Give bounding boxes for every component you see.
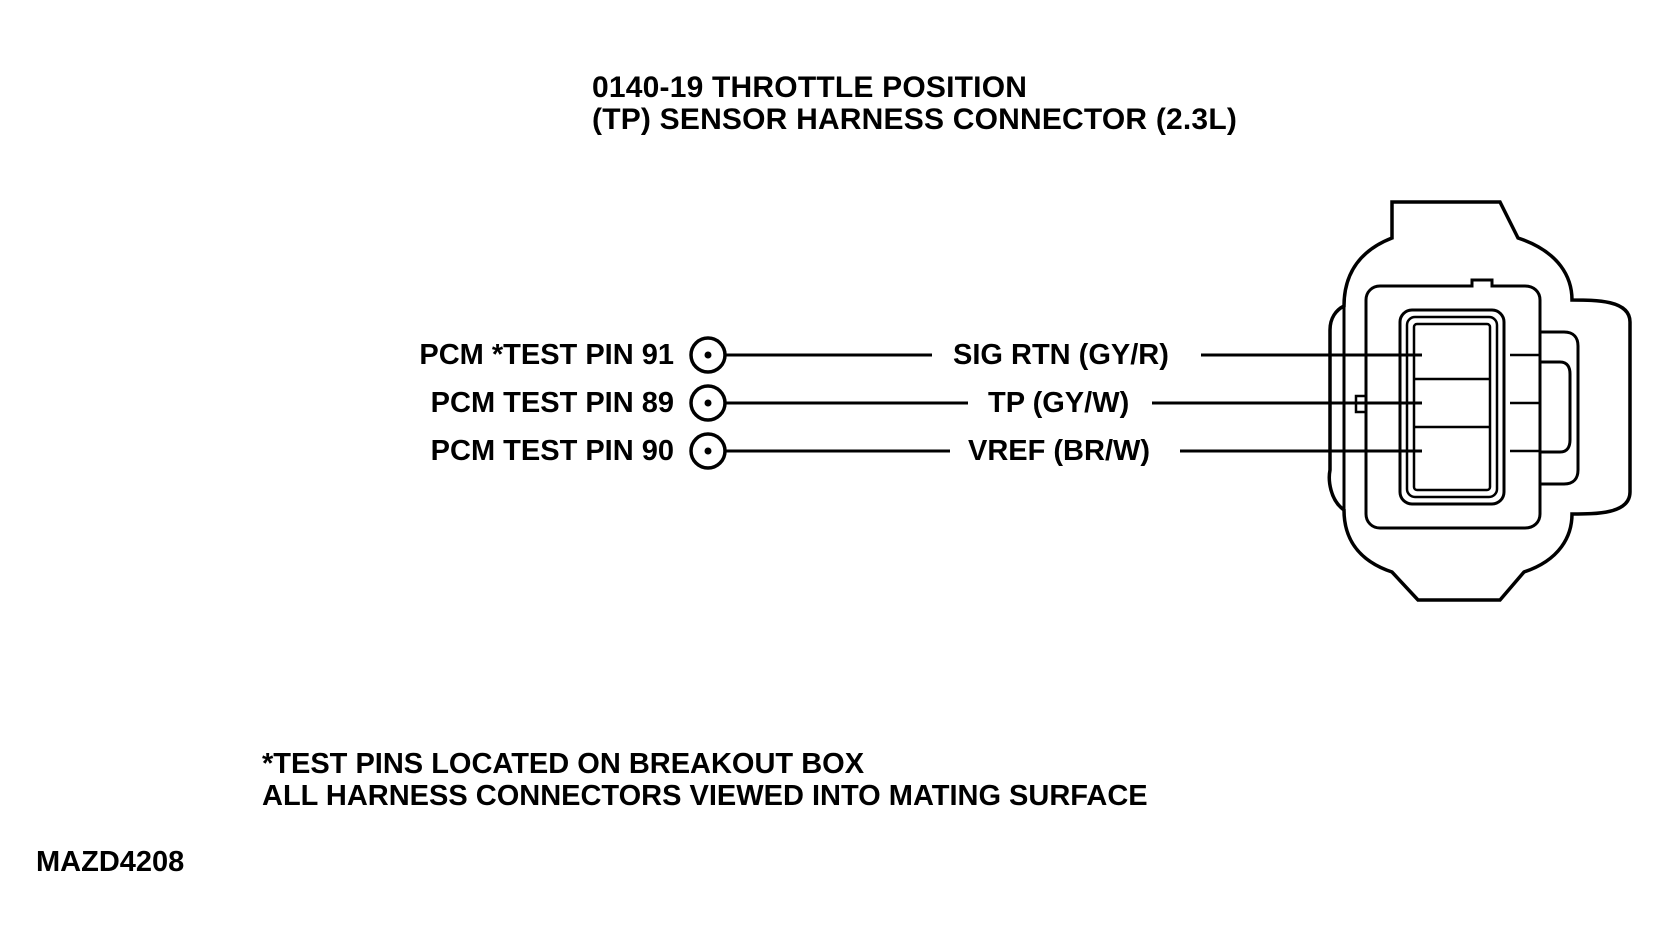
note-line-1: *TEST PINS LOCATED ON BREAKOUT BOX: [262, 748, 865, 780]
note-line-2: ALL HARNESS CONNECTORS VIEWED INTO MATIN…: [262, 780, 1148, 812]
title-line-2: (TP) SENSOR HARNESS CONNECTOR (2.3L): [592, 103, 1238, 136]
wire-label-sig-rtn: SIG RTN (GY/R): [953, 339, 1169, 371]
pin-label-90: PCM TEST PIN 90: [430, 435, 674, 467]
wire-label-tp: TP (GY/W): [988, 387, 1130, 419]
test-pin-terminal-90: [689, 432, 727, 470]
diagram-title: 0140-19 THROTTLE POSITION (TP) SENSOR HA…: [592, 72, 1237, 136]
title-line-1: 0140-19 THROTTLE POSITION: [592, 71, 1028, 104]
wire-label-vref: VREF (BR/W): [968, 435, 1151, 467]
test-pin-terminal-89: [689, 384, 727, 422]
test-pin-terminal-91: [689, 336, 727, 374]
pin-label-89: PCM TEST PIN 89: [430, 387, 674, 419]
diagram-notes: *TEST PINS LOCATED ON BREAKOUT BOX ALL H…: [262, 748, 1148, 812]
figure-code: MAZD4208: [36, 846, 185, 878]
pin-label-91: PCM *TEST PIN 91: [419, 339, 674, 371]
harness-connector-icon: [1327, 200, 1632, 602]
